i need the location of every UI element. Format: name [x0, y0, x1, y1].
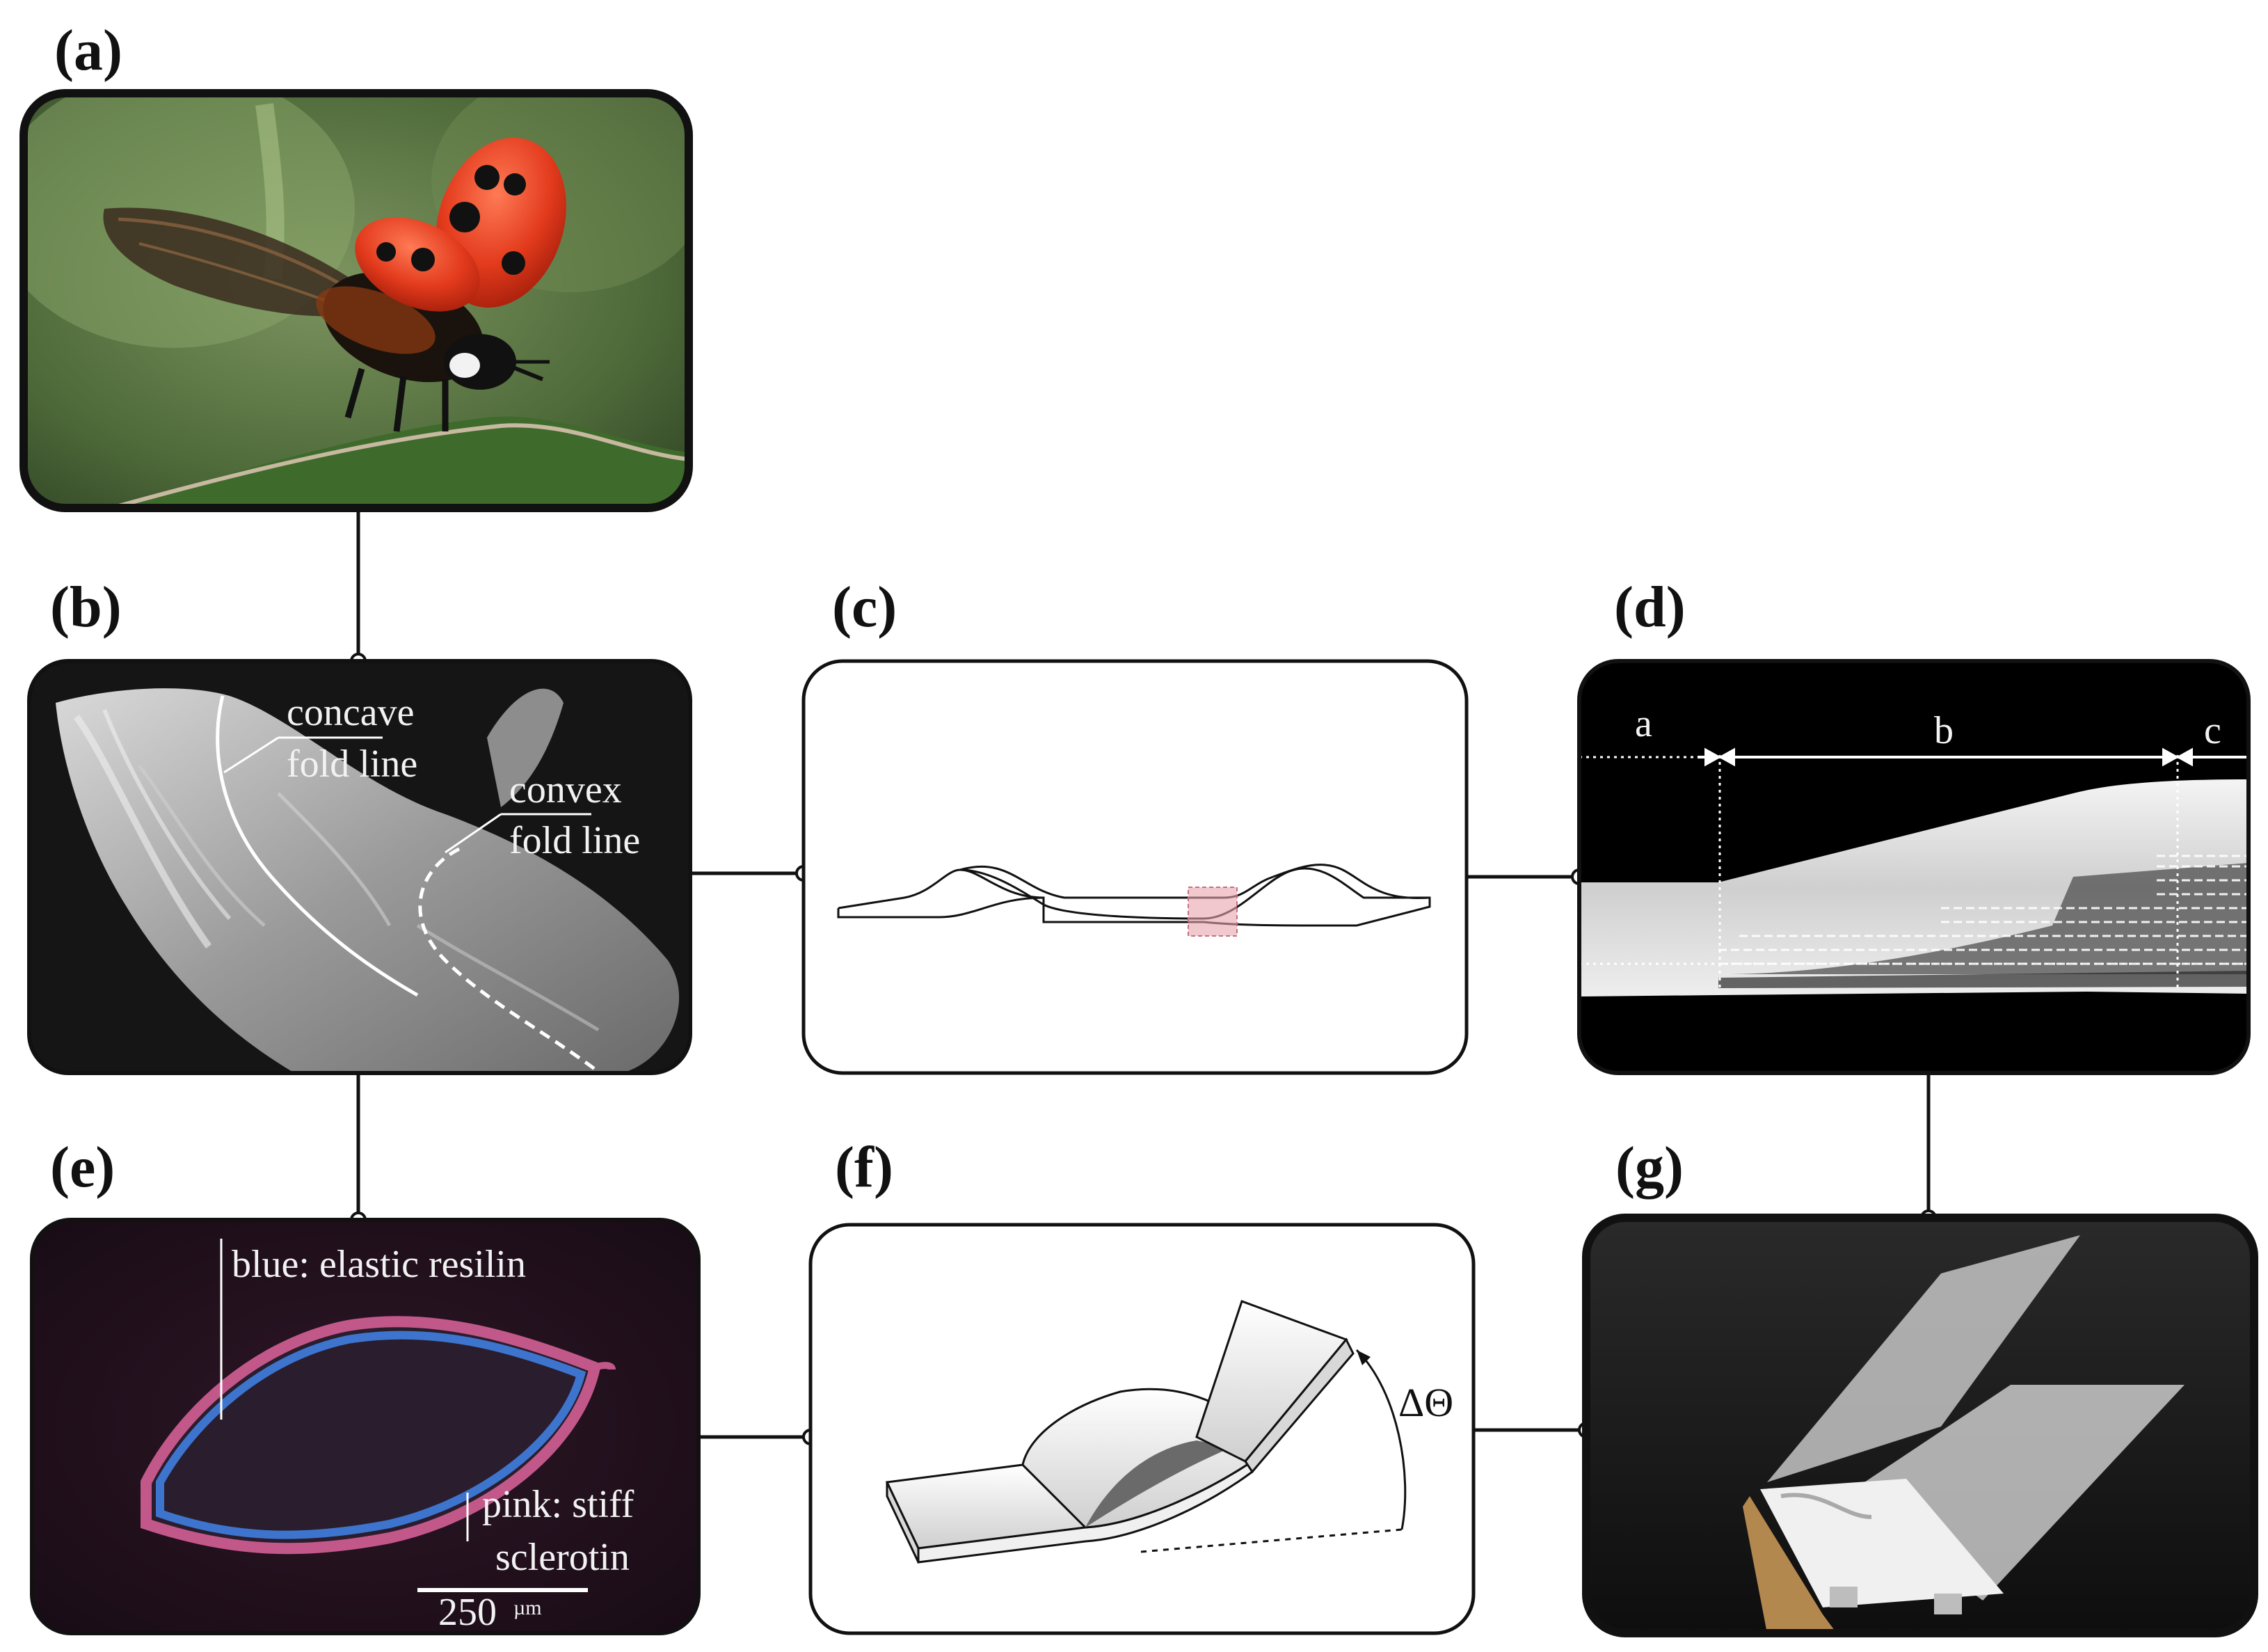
panel-label-c: (c) [832, 575, 897, 640]
convex-label-1: convex [509, 768, 622, 811]
panel-label-f: (f) [835, 1135, 893, 1200]
panel-a-ladybird-photo [19, 89, 693, 512]
scale-bar-unit: µm [513, 1596, 542, 1619]
panel-g-prototype-photo [1582, 1214, 2258, 1637]
sclerotin-label-2: sclerotin [495, 1536, 630, 1579]
sclerotin-label-1: pink: stiff [482, 1483, 634, 1526]
connector-lines [356, 508, 1931, 1439]
panel-label-d: (d) [1614, 575, 1686, 640]
segment-label-a: a [1635, 702, 1652, 745]
panel-e-fluorescence: blue: elastic resilin pink: stiff sclero… [30, 1218, 701, 1635]
panel-label-a: (a) [54, 18, 122, 83]
angle-label: ΔΘ [1398, 1380, 1453, 1425]
panel-b-wing-sem: concave fold line convex fold line [27, 659, 692, 1075]
concave-label-1: concave [287, 691, 414, 734]
segment-label-b: b [1934, 709, 1954, 752]
panel-c-strip-model [801, 659, 1469, 1075]
panel-f-hinge-model: ΔΘ [808, 1223, 1476, 1635]
panel-d-strip-micrograph: a b c [1577, 659, 2251, 1075]
panel-label-g: (g) [1615, 1135, 1684, 1200]
resilin-label: blue: elastic resilin [232, 1243, 526, 1286]
convex-label-2: fold line [509, 819, 640, 862]
segment-label-c: c [2204, 709, 2221, 752]
panel-label-e: (e) [50, 1135, 115, 1200]
panel-label-b: (b) [50, 575, 122, 640]
concave-label-2: fold line [287, 742, 417, 786]
scale-bar-value: 250 [438, 1591, 497, 1634]
